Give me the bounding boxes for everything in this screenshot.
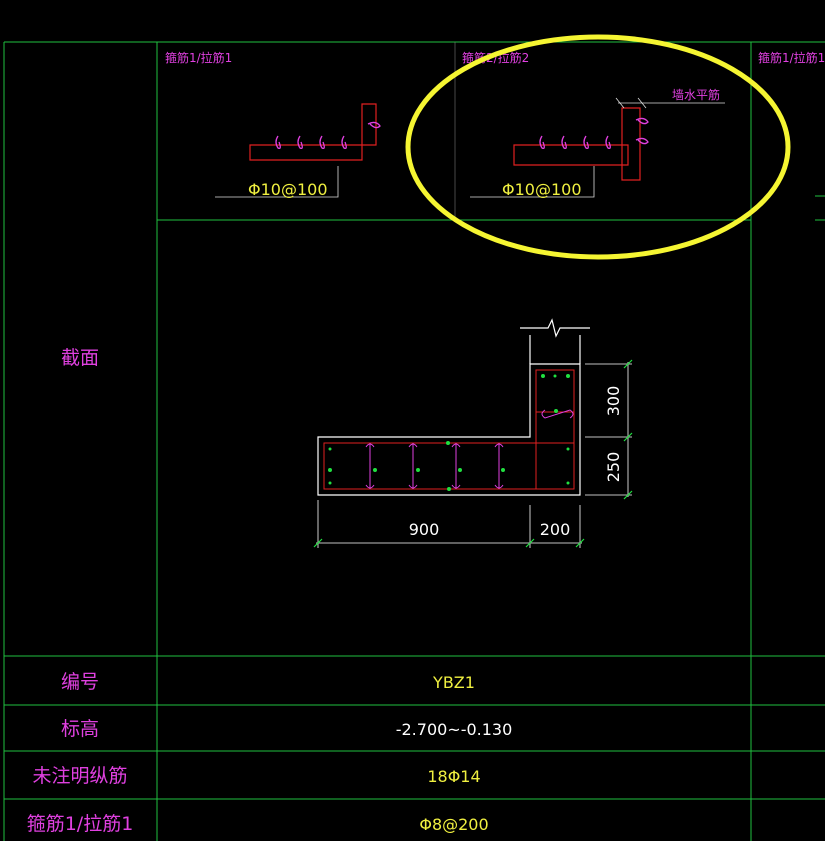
detail1-rebar [249, 103, 377, 161]
highlight-ellipse [405, 34, 791, 260]
row-label-elevation: 标高 [61, 718, 99, 740]
dimension-ticks [313, 359, 633, 548]
detail1-ties [275, 121, 381, 150]
dim-right-bottom: 250 [604, 452, 623, 483]
section-dimensions [316, 362, 632, 548]
row-value-number: YBZ1 [432, 673, 475, 692]
row-value-elevation: -2.700~-0.130 [396, 720, 513, 739]
section-bars [328, 374, 570, 491]
detail1-leader [215, 166, 339, 198]
section-ties [365, 409, 574, 489]
detail2-spacing: Φ10@100 [502, 180, 582, 199]
detail2-ties [539, 117, 649, 150]
dim-bottom-right: 200 [540, 520, 571, 539]
detail1-spacing: Φ10@100 [248, 180, 328, 199]
detail2-leaders [470, 97, 725, 198]
section-outline [317, 318, 590, 496]
dim-right-top: 300 [604, 386, 623, 417]
header-col3: 箍筋1/拉筋1 [758, 50, 825, 65]
row-label-number: 编号 [61, 671, 99, 693]
row-value-longitudinal: 18Φ14 [427, 767, 480, 786]
detail2-rebar [513, 107, 641, 181]
row-label-stirrup: 箍筋1/拉筋1 [27, 813, 134, 835]
section-label: 截面 [61, 347, 99, 369]
dim-bottom-left: 900 [409, 520, 440, 539]
header-col1: 箍筋1/拉筋1 [165, 50, 232, 65]
row-value-stirrup: Φ8@200 [419, 815, 488, 834]
detail2-note: 墙水平筋 [672, 87, 720, 102]
row-label-longitudinal: 未注明纵筋 [32, 765, 127, 787]
section-rebar [323, 369, 575, 490]
